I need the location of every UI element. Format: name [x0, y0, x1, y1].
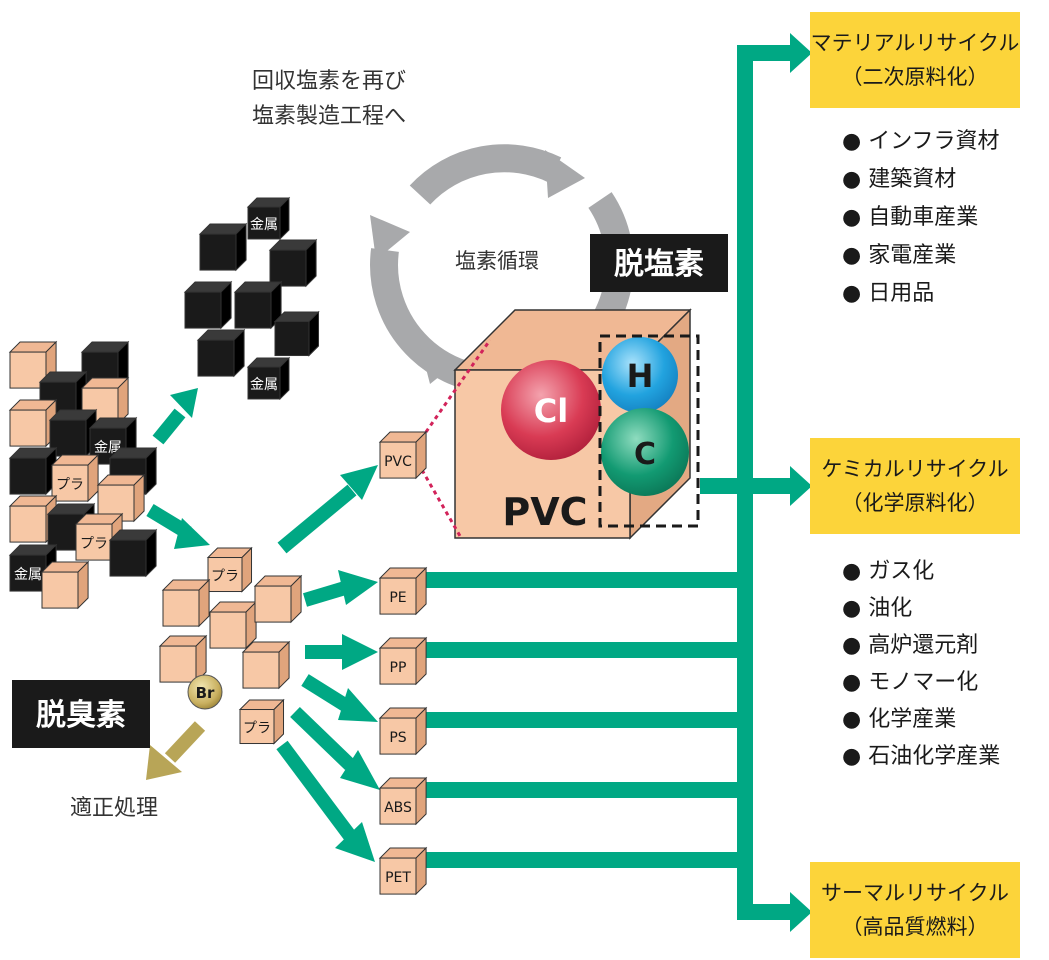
- debromination-badge: [12, 680, 150, 748]
- cube-label: 金属: [250, 377, 278, 393]
- dechlorination-label: 脱塩素: [614, 247, 704, 282]
- cube-label: PS: [389, 730, 406, 746]
- list-item: ● 日用品: [842, 281, 934, 306]
- pvc-block-label: PVC: [502, 490, 587, 534]
- sorting-arrows: [146, 388, 380, 862]
- list-item: ● ガス化: [842, 559, 934, 584]
- black-cube: [273, 310, 320, 357]
- material-title-line1: マテリアルリサイクル: [811, 31, 1020, 55]
- carbon-atom-label: C: [634, 437, 656, 472]
- bromine-arrow: [146, 721, 206, 780]
- resin-cube-pet: PET: [378, 846, 428, 896]
- resin-cube-pe: PE: [378, 566, 428, 616]
- cube-label: 金属: [94, 440, 122, 456]
- flow-lines: [425, 33, 812, 932]
- orange-cube: [8, 398, 58, 448]
- debromination-label: 脱臭素: [36, 698, 126, 733]
- orange-cube: [161, 578, 211, 628]
- resin-cube-pvc: PVC: [378, 430, 428, 480]
- chemical-title-line1: ケミカルリサイクル: [821, 457, 1008, 481]
- cube-label: PET: [385, 870, 411, 886]
- hydrogen-atom: [602, 337, 678, 413]
- resin-cube-ps: PS: [378, 706, 428, 756]
- pvc-block: Cl H C PVC: [453, 308, 700, 540]
- list-item: ● 建築資材: [842, 167, 956, 192]
- chlorine-atom-label: Cl: [534, 392, 568, 430]
- chemical-title-line2: （化学原料化）: [842, 491, 989, 515]
- proper-disposal-label: 適正処理: [70, 796, 158, 821]
- chlorine-atom: [501, 360, 601, 460]
- hydrogen-atom-label: H: [627, 357, 654, 395]
- thermal-recycle-box: サーマルリサイクル （高品質燃料）: [810, 862, 1020, 958]
- cube-label: PE: [389, 590, 406, 606]
- black-cube: [198, 222, 248, 272]
- cube-label: 金属: [14, 567, 42, 583]
- material-use-list: ● インフラ資材 ● 建築資材 ● 自動車産業 ● 家電産業 ● 日用品: [842, 129, 1000, 306]
- resin-cube-pp: PP: [378, 636, 428, 686]
- chemical-use-list: ● ガス化 ● 油化 ● 高炉還元剤 ● モノマー化 ● 化学産業 ● 石油化学…: [842, 559, 1000, 769]
- black-cube: [196, 328, 246, 378]
- cube-label: プラ: [211, 569, 239, 585]
- list-item: ● 高炉還元剤: [842, 633, 978, 658]
- black-cube: [8, 446, 58, 496]
- cube-label: PVC: [384, 454, 412, 470]
- plastic-cube: プラ: [50, 453, 100, 503]
- list-item: ● 自動車産業: [842, 205, 978, 230]
- black-cube: [233, 280, 283, 330]
- hc-dashed-box: [598, 334, 700, 528]
- thermal-title-line1: サーマルリサイクル: [821, 881, 1009, 905]
- list-item: ● インフラ資材: [842, 129, 1000, 154]
- metal-cube: 金属: [8, 543, 58, 593]
- orange-cube: [158, 634, 208, 684]
- list-item: ● 家電産業: [842, 243, 956, 268]
- cube-label: プラ: [80, 536, 108, 552]
- cube-label: ABS: [384, 800, 412, 816]
- orange-cube: [253, 574, 303, 624]
- orange-cube: [241, 640, 291, 690]
- plastic-cube: プラ: [206, 546, 253, 593]
- list-item: ● 油化: [842, 596, 912, 621]
- chlorine-cycle-label: 塩素循環: [455, 249, 539, 273]
- carbon-atom: [601, 408, 689, 496]
- black-cube: [268, 238, 318, 288]
- material-title-line2: （二次原料化）: [842, 65, 989, 89]
- cube-label: 金属: [250, 217, 278, 233]
- cube-label: プラ: [243, 721, 271, 737]
- list-item: ● モノマー化: [842, 670, 978, 695]
- resin-cube-abs: ABS: [378, 776, 428, 826]
- orange-cube: [40, 560, 90, 610]
- black-cube: [48, 408, 98, 458]
- list-item: ● 石油化学産業: [842, 744, 1000, 769]
- black-cube: [183, 280, 233, 330]
- orange-cube: [208, 600, 258, 650]
- thermal-title-line2: （高品質燃料）: [842, 915, 989, 939]
- list-item: ● 化学産業: [842, 707, 956, 732]
- orange-cube: [96, 473, 146, 523]
- cube-label: PP: [390, 660, 407, 676]
- plastic-cube: プラ: [238, 698, 285, 745]
- chemical-recycle-box: ケミカルリサイクル （化学原料化）: [810, 438, 1020, 534]
- zoom-line-top: [424, 339, 492, 433]
- metal-cube: 金属: [246, 356, 291, 401]
- cube-label: プラ: [56, 477, 84, 493]
- bromine-label: Br: [196, 684, 215, 702]
- metal-cube: 金属: [246, 196, 291, 241]
- return-note-line1: 回収塩素を再び: [252, 69, 406, 94]
- dechlorination-badge: [590, 234, 728, 292]
- return-note-line2: 塩素製造工程へ: [252, 104, 406, 129]
- bromine-sphere: Br: [187, 674, 223, 710]
- material-recycle-box: マテリアルリサイクル （二次原料化）: [810, 12, 1020, 108]
- black-cube: [108, 528, 158, 578]
